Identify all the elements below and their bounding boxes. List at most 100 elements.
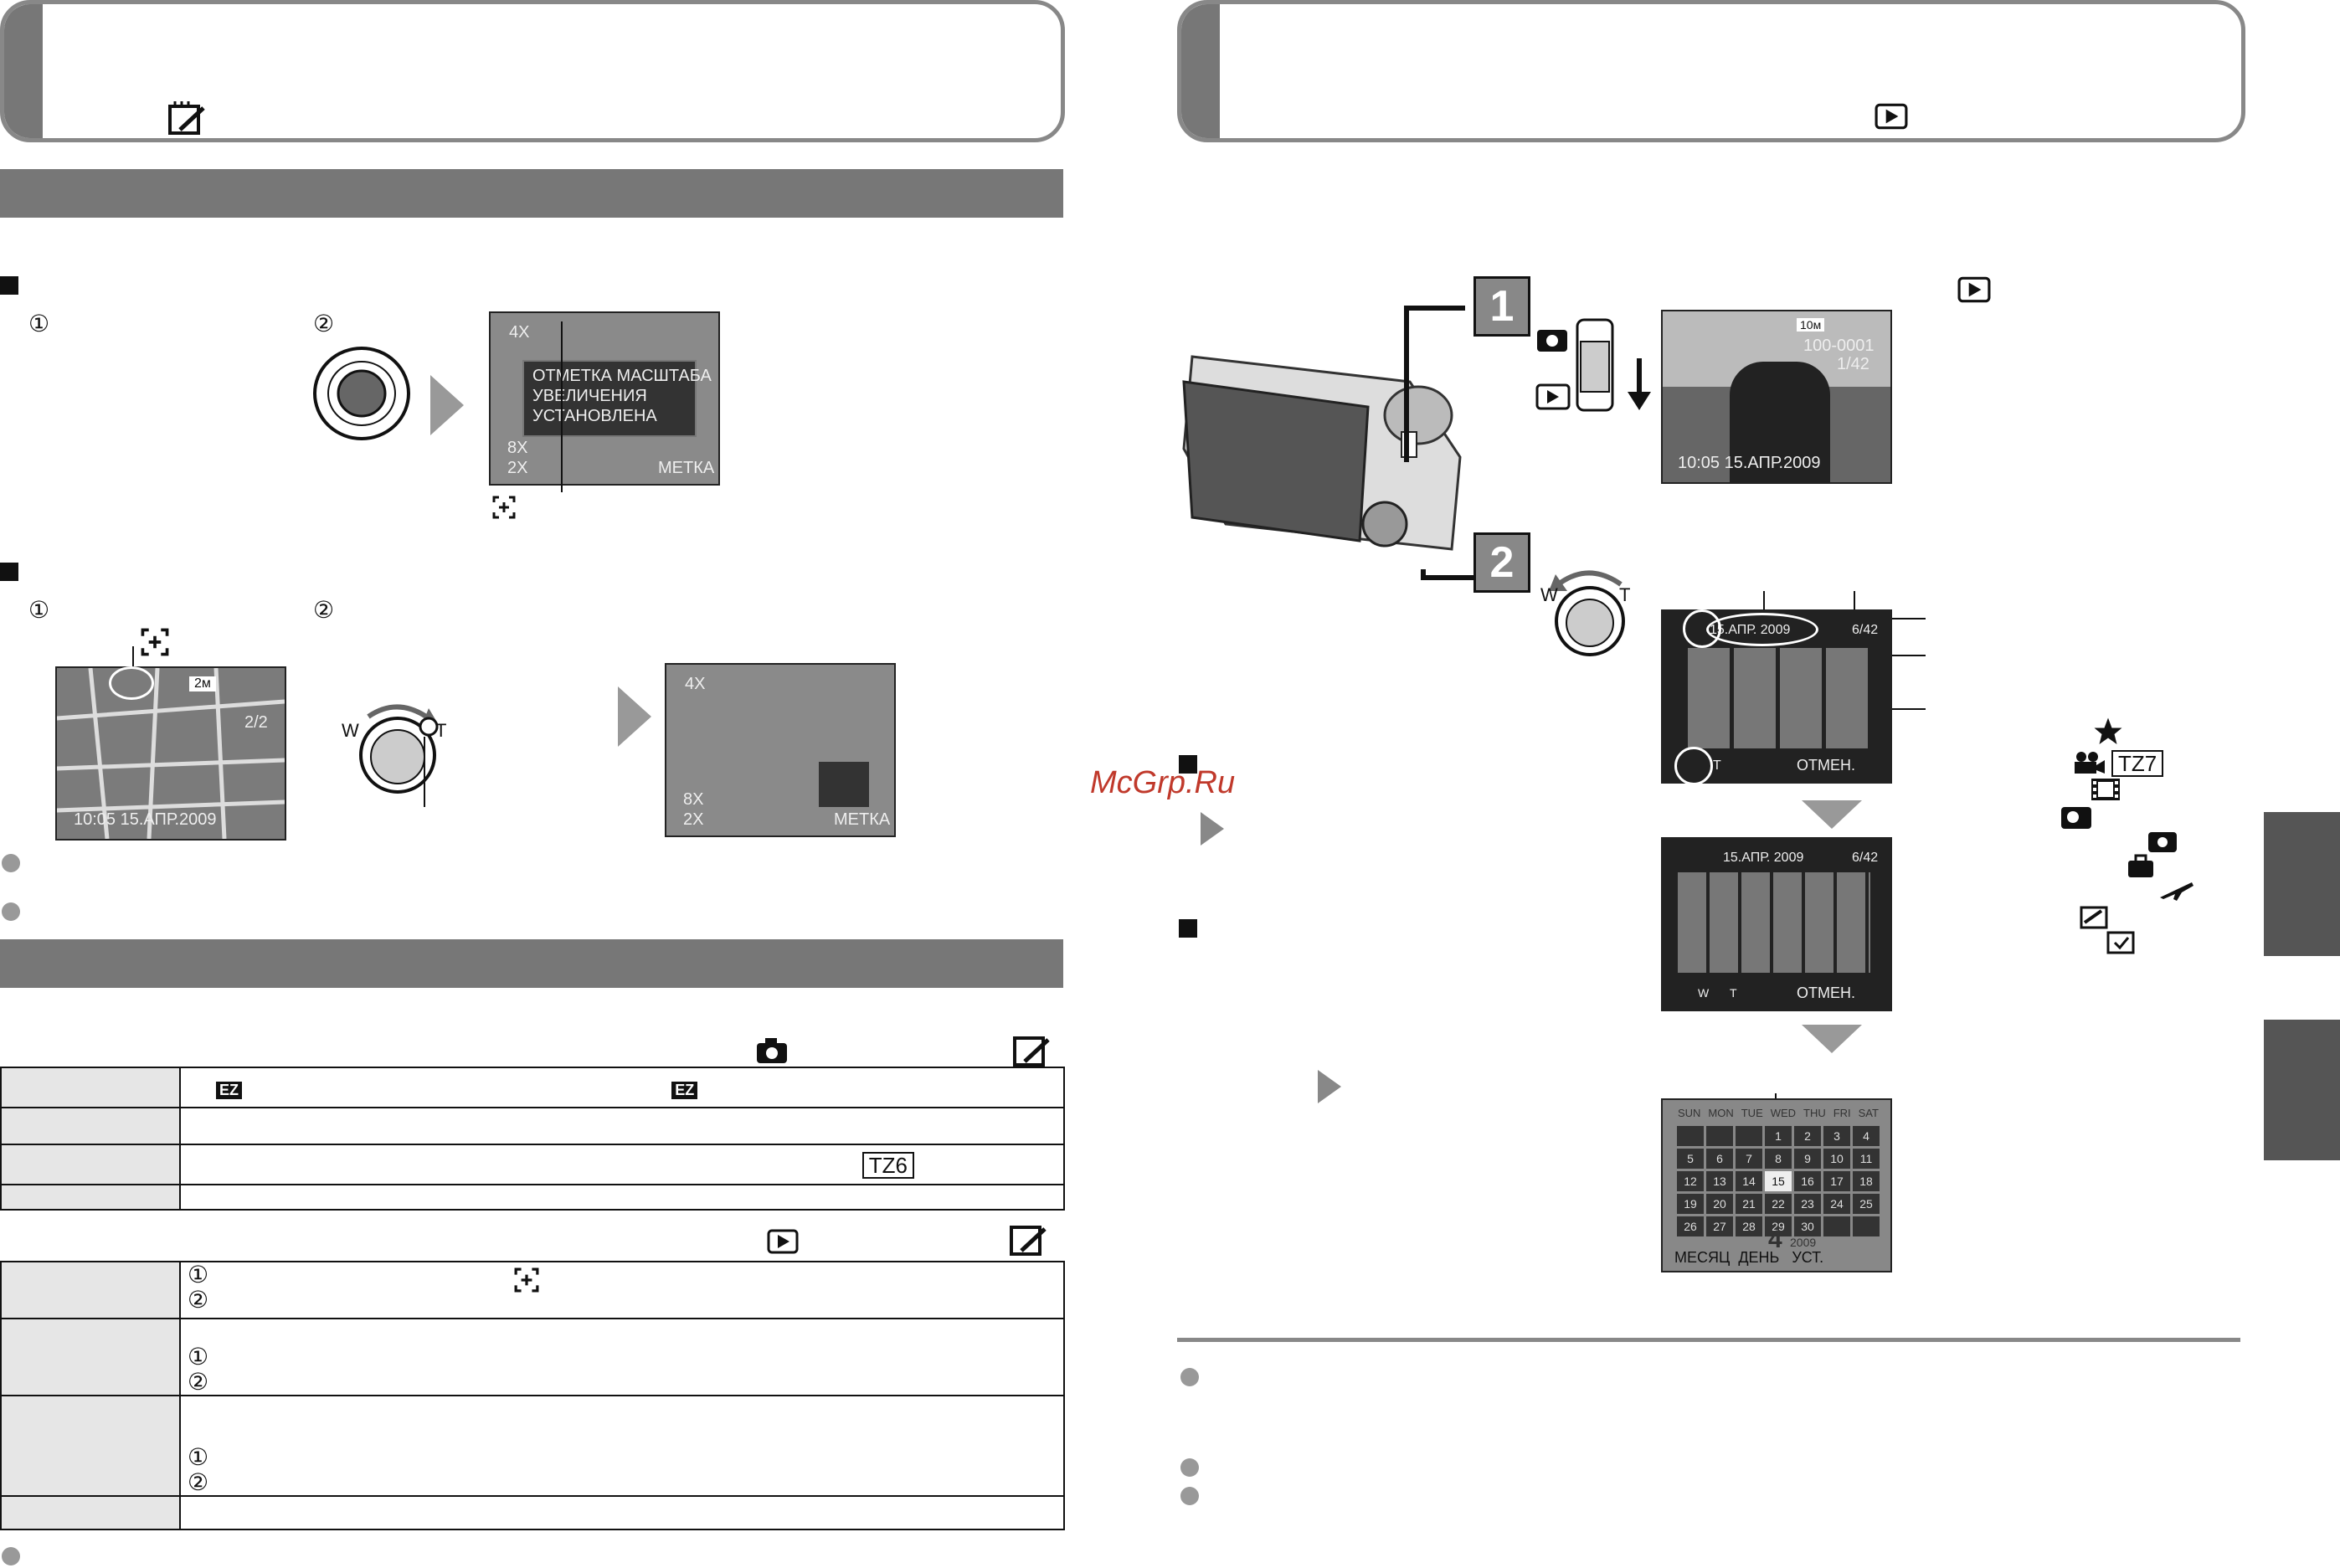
day-tue: TUE (1741, 1107, 1763, 1119)
mark-label: МЕТКА (658, 459, 715, 477)
zoom-mark-icon (492, 496, 516, 519)
mem-badge: 2м (189, 676, 216, 691)
zoom-mark-icon-3 (514, 1267, 539, 1293)
table2-row-2: ① ② (0, 1318, 1065, 1396)
zoom-4x-b: 4X (685, 675, 706, 693)
lcd-screen-playback: 10м 100-0001 1/42 10:05 15.АПР.2009 (1661, 310, 1892, 484)
t2-r3-step2: ② (188, 1469, 209, 1495)
zoom-mark-icon-2 (141, 628, 169, 656)
calendar-month: 4 (1768, 1226, 1782, 1253)
thumb2-date: 15.АПР. 2009 (1723, 851, 1804, 865)
leader-line-3 (424, 737, 425, 807)
calendar-selected-day: 15 (1765, 1171, 1792, 1191)
leader-a (1763, 591, 1765, 611)
arrow-bullet-1-stem (1201, 822, 1212, 835)
note-dot-1 (2, 854, 20, 872)
zoom-8x-b: 8X (683, 790, 704, 809)
watermark: McGrp.Ru (1090, 765, 1236, 800)
tz7-badge: TZ7 (2111, 750, 2164, 777)
message-line-2: УВЕЛИЧЕНИЯ (532, 387, 647, 405)
video-camera-icon (2075, 752, 2105, 774)
bullet-square-4 (1179, 919, 1197, 938)
t2-r1-step2: ② (188, 1287, 209, 1313)
calendar-year: 2009 (1790, 1236, 1817, 1249)
note-dot-4 (1180, 1368, 1199, 1386)
settings-table-2: ① ② ① ② ① ② (0, 1261, 1065, 1530)
camera-illustration (1182, 355, 1462, 551)
zoom-2x: 2X (507, 459, 528, 477)
callout-box-2: 2 (1473, 532, 1530, 593)
memo-icon-3 (1010, 1226, 1047, 1256)
lever-w: W (342, 720, 359, 741)
side-tab-2 (2264, 1020, 2340, 1160)
tz6-badge: TZ6 (861, 1152, 914, 1179)
arrow-right-1 (430, 375, 464, 435)
mode-switch-icon (1535, 318, 1651, 412)
table1-row-2 (0, 1107, 1065, 1145)
table2-row-3: ① ② (0, 1395, 1065, 1497)
table1-row-4 (0, 1184, 1065, 1211)
section-bar-1 (0, 169, 1063, 218)
message-box: ОТМЕТКА МАСШТАБА УВЕЛИЧЕНИЯ УСТАНОВЛЕНА (522, 360, 712, 437)
arrow-right-2 (618, 686, 651, 747)
note-dot-2 (2, 902, 20, 921)
pet-scene-icon (2148, 832, 2177, 852)
camera-icon (757, 1038, 787, 1063)
travel-bag-icon (2128, 854, 2153, 877)
callout-box-1: 1 (1473, 276, 1530, 337)
zoom-8x: 8X (507, 439, 528, 457)
calendar-footer: МЕСЯЦ ДЕНЬ УСТ. (1674, 1249, 1824, 1266)
zoom-4x: 4X (509, 323, 530, 342)
photo-people (1730, 362, 1830, 482)
thumb2-w: W (1698, 986, 1710, 1000)
thumb2-cancel: ОТМЕН. (1797, 984, 1855, 1001)
playback-icon (767, 1229, 799, 1254)
lcd-screen-zoom-marked: 4X 8X 2X МЕТКА (665, 663, 896, 837)
day-sat: SAT (1858, 1107, 1879, 1119)
message-line-1: ОТМЕТКА МАСШТАБА (532, 367, 712, 385)
day-fri: FRI (1833, 1107, 1851, 1119)
lcd-screen-thumbnails-30: 15.АПР. 2009 6/42 W T ОТМЕН. (1661, 837, 1892, 1011)
table1-row-1: EZ EZ (0, 1067, 1065, 1108)
text-memo-icon (2080, 906, 2108, 929)
leader-c (1882, 618, 1926, 619)
airplane-icon (2160, 882, 2193, 901)
bullet-square-3 (1179, 755, 1197, 774)
day-wed: WED (1770, 1107, 1797, 1119)
zoom-2x-b: 2X (683, 810, 704, 829)
t2-r2-step1: ① (188, 1344, 209, 1370)
memo-icon-2 (1013, 1036, 1050, 1067)
arrow-down-1 (1802, 800, 1862, 829)
right-header-tab (1181, 4, 1220, 138)
step-1b: ① (28, 597, 50, 623)
playback-datetime: 10:05 15.АПР.2009 (1678, 454, 1821, 472)
day-mon: MON (1708, 1107, 1734, 1119)
baby-scene-icon (2061, 807, 2091, 829)
table2-row-1: ① ② (0, 1261, 1065, 1319)
t2-r3-step1: ① (188, 1444, 209, 1470)
day-thu: THU (1803, 1107, 1826, 1119)
thumb1-counter: 6/42 (1852, 623, 1879, 637)
thumb1-t: T (1713, 758, 1721, 773)
map-counter: 2/2 (244, 713, 268, 732)
control-pad-icon (313, 347, 410, 440)
calendar-days-row: SUN MON TUE WED THU FRI SAT (1678, 1107, 1879, 1119)
section-bar-2 (0, 939, 1063, 988)
step-2b: ② (313, 597, 335, 623)
ez-icon: EZ (216, 1082, 243, 1099)
bullet-square-2 (0, 563, 18, 581)
left-header-box (0, 0, 1065, 142)
table2-row-4 (0, 1495, 1065, 1530)
lcd-screen-map: 2м 2/2 10:05 15.АПР.2009 (55, 666, 286, 841)
thumb2-grid (1678, 872, 1870, 973)
zoom-lever-icon (359, 704, 439, 794)
note-dot-6 (1180, 1487, 1199, 1505)
note-dot-3 (2, 1547, 20, 1565)
zoom-lever-icon-2 (1549, 570, 1625, 656)
thumb2-t: T (1730, 986, 1737, 1000)
table1-row-3: TZ6 (0, 1144, 1065, 1185)
